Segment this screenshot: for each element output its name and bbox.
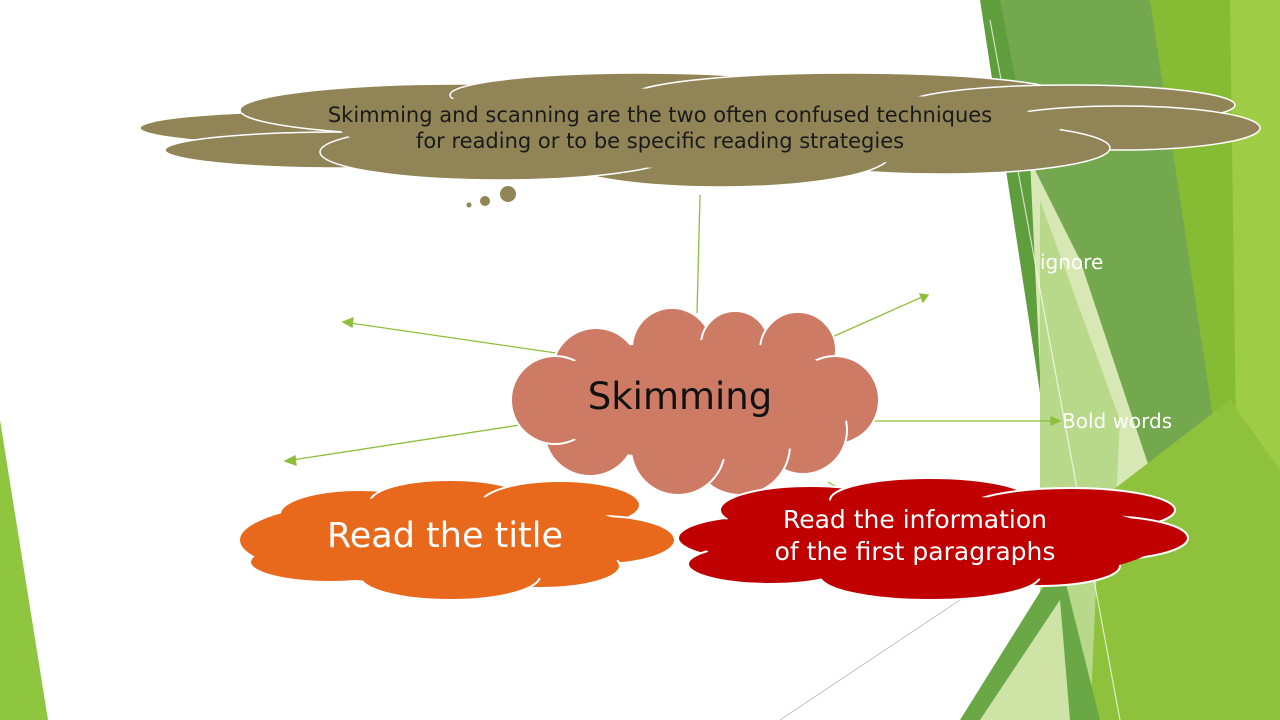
center-label: Skimming: [587, 375, 773, 418]
center-cloud: [510, 307, 880, 496]
left-green-strip: [0, 420, 48, 720]
faint-line: [779, 579, 991, 720]
topic-text: Skimming and scanning are the two often …: [290, 102, 1030, 154]
title-cloud: [240, 479, 676, 601]
topic-text-line1: Skimming and scanning are the two often …: [327, 103, 993, 127]
read-info-label: Read the information of the first paragr…: [730, 504, 1100, 568]
ignore-label: ignore: [1040, 250, 1104, 274]
read-title-label: Read the title: [326, 516, 564, 556]
read-info-line2: of the first paragraphs: [774, 537, 1056, 566]
topic-text-line2: for reading or to be specific reading st…: [415, 129, 905, 153]
bold-words-label: Bold words: [1062, 409, 1173, 433]
connectors: [283, 194, 1062, 495]
read-info-line1: Read the information: [782, 505, 1048, 534]
thought-bubbles: [466, 186, 516, 208]
topic-cloud: [139, 72, 1261, 188]
info-cloud: [677, 477, 1189, 601]
